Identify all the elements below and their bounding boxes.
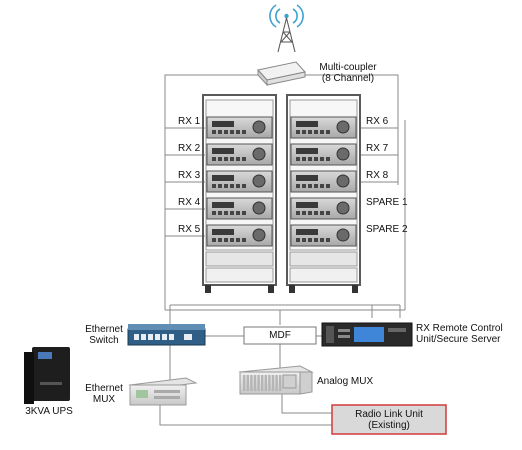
mux-card-slot — [268, 375, 271, 391]
spare1-label: SPARE 1 — [366, 197, 408, 208]
multi-coupler-label: Multi-coupler (8 Channel) — [319, 62, 377, 84]
mux-card-slot — [246, 375, 249, 391]
analog-mux-device — [238, 365, 314, 395]
rx4-label: RX 4 — [178, 197, 201, 208]
connection-lines — [159, 74, 406, 426]
rx6-label: RX 6 — [366, 116, 389, 127]
radio-link-unit-label: Radio Link Unit (Existing) — [355, 408, 423, 431]
rx3-label: RX 3 — [178, 170, 201, 181]
mux-card-slot — [243, 375, 246, 391]
mux-card-slot — [275, 375, 278, 391]
ethernet-mux-label: Ethernet MUX — [85, 383, 123, 405]
rx-remote-control-device — [321, 322, 413, 347]
receiver-unit — [206, 170, 273, 193]
mux-card-slot — [250, 375, 253, 391]
receiver-unit — [290, 170, 357, 193]
mux-card-slot — [271, 375, 275, 391]
mux-card-slot — [279, 375, 282, 391]
receiver-unit — [206, 224, 273, 247]
rx1-label: RX 1 — [178, 116, 201, 127]
ups-device — [24, 347, 70, 404]
mux-card-slot — [253, 375, 257, 391]
receiver-unit — [290, 224, 357, 247]
mux-card-slot — [257, 375, 260, 391]
antenna-icon — [269, 4, 304, 53]
receiver-unit — [290, 197, 357, 220]
receiver-unit — [206, 143, 273, 166]
rx7-label: RX 7 — [366, 143, 389, 154]
rx2-label: RX 2 — [178, 143, 201, 154]
mux-card-slot — [264, 375, 267, 391]
mdf-label: MDF — [269, 330, 291, 341]
spare2-label: SPARE 2 — [366, 224, 408, 235]
receiver-unit — [206, 116, 273, 139]
ethernet-switch-label: Ethernet Switch — [85, 324, 123, 346]
receiver-units — [206, 116, 357, 247]
ethernet-mux-device — [128, 377, 198, 406]
receiver-unit — [290, 143, 357, 166]
mdf-box — [243, 326, 317, 345]
rx5-label: RX 5 — [178, 224, 201, 235]
ups-label: 3KVA UPS — [25, 406, 73, 417]
rx-remote-control-label: RX Remote Control Unit/Secure Server — [416, 323, 503, 345]
rx8-label: RX 8 — [366, 170, 389, 181]
analog-mux-label: Analog MUX — [317, 376, 374, 387]
mux-card-slot — [261, 375, 264, 391]
ethernet-switch-device — [127, 324, 206, 346]
receiver-unit — [206, 197, 273, 220]
receiver-unit — [290, 116, 357, 139]
radio-link-unit-box — [331, 404, 447, 435]
multi-coupler-device — [257, 61, 306, 87]
